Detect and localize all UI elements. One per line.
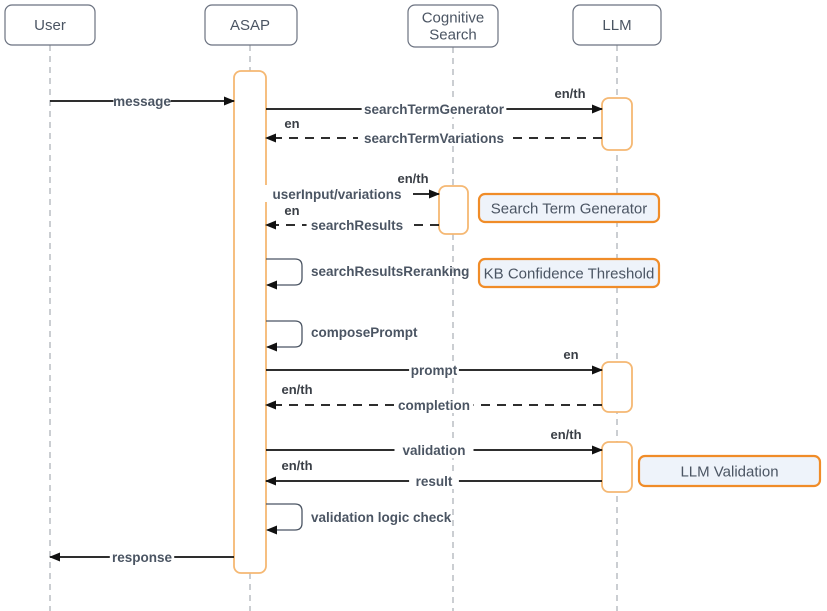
note-box-n3 (637, 454, 822, 488)
self-message-s3: validation logic check (266, 503, 452, 535)
message-m3: searchTermVariations en (265, 116, 602, 146)
self-messages-layer: searchResultsReranking composePrompt valid… (266, 258, 469, 535)
actor-label-user: User (34, 17, 66, 34)
note-n3: LLM Validation (637, 454, 822, 488)
note-n1: Search Term Generator (477, 192, 661, 224)
messages-layer: messagesearchTermGeneratoren/thsearchTer… (49, 86, 603, 565)
message-label-m1: message (113, 94, 171, 109)
notes-layer: Search Term Generator KB Confidence Thres… (477, 192, 822, 488)
message-lang-label-m6: en (563, 347, 578, 362)
message-label-m10: response (112, 550, 173, 565)
message-label-m2: searchTermGenerator (364, 102, 505, 117)
actor-header-llm[interactable]: LLM (572, 4, 662, 46)
activation-bar-asap (233, 70, 267, 574)
message-label-bg-m10 (109, 548, 175, 565)
message-label-bg-m2 (361, 100, 507, 117)
self-message-label-s2: composePrompt (311, 325, 418, 340)
message-label-bg-m9 (409, 472, 459, 489)
message-label-m4: userInput/variations (272, 187, 401, 202)
message-m6: prompt en (266, 347, 603, 378)
message-label-bg-m8 (394, 441, 474, 458)
activation-bar-llm (601, 441, 633, 493)
message-lang-label-m2: en/th (554, 86, 585, 101)
activation-bar-cognitive_search (438, 185, 469, 235)
message-label-bg-m6 (409, 361, 459, 378)
actor-label-llm: LLM (602, 17, 631, 34)
message-label-m3: searchTermVariations (364, 131, 504, 146)
self-message-label-s3: validation logic check (311, 510, 452, 525)
note-box-n1 (477, 192, 661, 224)
message-label-bg-m3 (358, 129, 510, 146)
message-label-m5: searchResults (311, 218, 403, 233)
actor-box-llm[interactable] (572, 4, 662, 46)
message-lang-label-m9: en/th (281, 458, 312, 473)
activation-bar-llm (601, 361, 633, 413)
note-label-n1: Search Term Generator (491, 201, 647, 218)
actor-header-user[interactable]: User (4, 4, 96, 46)
self-message-loop-s2 (266, 320, 303, 352)
message-label-m6: prompt (411, 363, 458, 378)
note-box-n2 (477, 257, 661, 289)
activations-layer (233, 70, 633, 574)
self-message-s1: searchResultsReranking (266, 258, 469, 290)
message-label-bg-m5 (306, 216, 408, 233)
note-label-n3: LLM Validation (680, 464, 778, 481)
message-m2: searchTermGenerator en/th (266, 86, 603, 117)
actor-box-asap[interactable] (204, 4, 298, 46)
message-m7: completion en/th (265, 382, 602, 413)
message-m10: response (49, 548, 234, 565)
message-lang-label-m5: en (284, 203, 299, 218)
self-message-s2: composePrompt (266, 320, 418, 352)
message-label-bg-m1 (113, 92, 171, 109)
message-m9: result en/th (265, 458, 602, 489)
activation-bar-llm (601, 97, 633, 151)
message-label-m9: result (416, 474, 453, 489)
message-m8: validation en/th (266, 427, 603, 458)
actor-box-user[interactable] (4, 4, 96, 46)
message-lang-label-m8: en/th (550, 427, 581, 442)
self-message-loop-s3 (266, 503, 303, 535)
note-label-n2: KB Confidence Threshold (484, 266, 655, 283)
message-label-bg-m7 (394, 396, 474, 413)
self-message-loop-s1 (266, 258, 303, 290)
message-label-m8: validation (402, 443, 465, 458)
message-label-m7: completion (398, 398, 470, 413)
self-message-label-s1: searchResultsReranking (311, 264, 469, 279)
message-lang-label-m3: en (284, 116, 299, 131)
message-lang-label-m4: en/th (397, 171, 428, 186)
message-m1: message (50, 92, 235, 109)
message-lang-label-m7: en/th (281, 382, 312, 397)
note-n2: KB Confidence Threshold (477, 257, 661, 289)
message-label-bg-m4 (261, 185, 413, 202)
message-m5: searchResults en (265, 203, 439, 233)
actor-header-asap[interactable]: ASAP (204, 4, 298, 46)
actor-label-asap: ASAP (230, 17, 270, 34)
actor-box-cognitive_search[interactable] (407, 4, 499, 48)
actor-label-cognitive_search: Cognitive (422, 10, 485, 27)
actor-label-cognitive_search: Search (429, 27, 477, 44)
